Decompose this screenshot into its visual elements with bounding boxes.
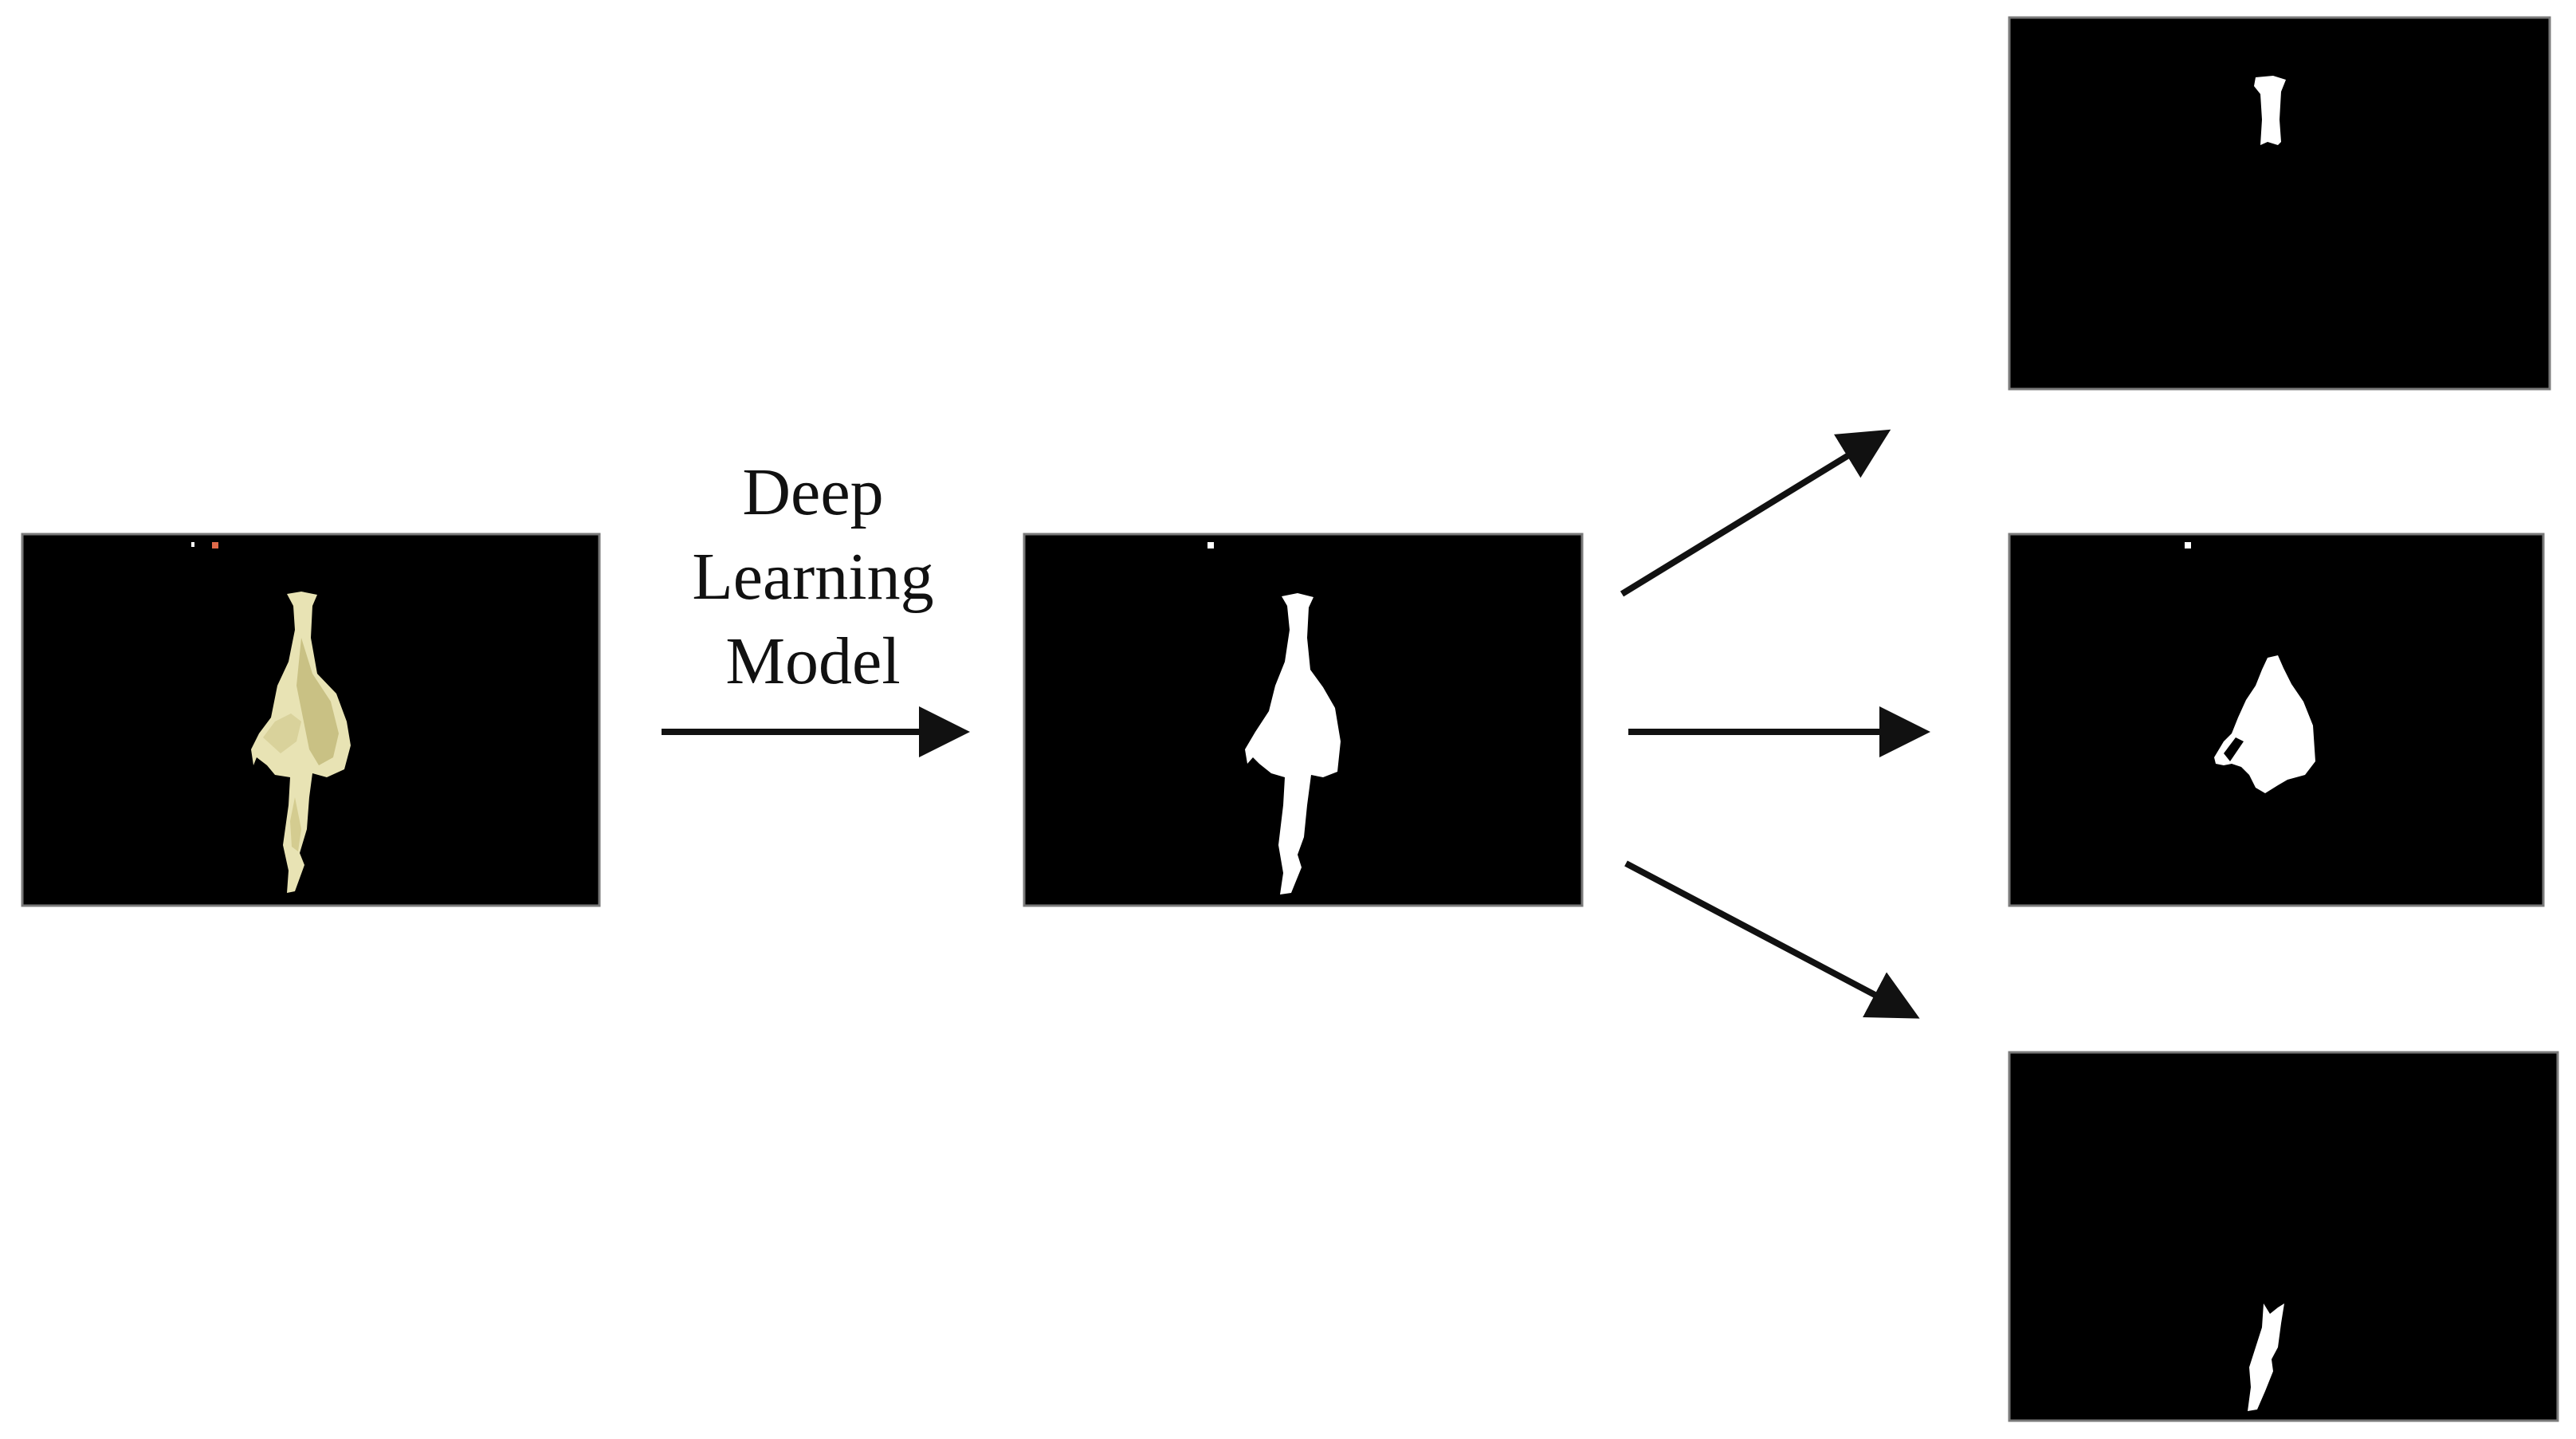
label-line-1: Deep	[742, 455, 884, 529]
branch-arrow-bottom	[1624, 860, 1920, 1019]
part-mask-middle-panel	[2008, 533, 2545, 907]
part-mask-speck	[2185, 542, 2191, 548]
chicken-carcass-image	[251, 592, 351, 893]
input-image-speck	[212, 542, 218, 548]
branch-arrow-top	[1620, 429, 1891, 597]
breast-wing-mask	[2214, 655, 2315, 793]
neck-mask	[2254, 76, 2286, 145]
part-mask-top-panel	[2008, 16, 2551, 391]
part-mask-bottom-panel	[2008, 1051, 2559, 1422]
input-image-panel	[21, 533, 601, 907]
leg-mask	[2248, 1303, 2284, 1411]
deep-learning-model-label: Deep Learning Model	[638, 450, 988, 704]
label-line-2: Learning	[692, 540, 934, 614]
full-carcass-mask	[1245, 593, 1341, 894]
input-image-speck	[191, 542, 194, 547]
label-line-3: Model	[725, 624, 901, 698]
segmentation-mask-panel	[1023, 533, 1584, 907]
mask-speck	[1208, 542, 1214, 548]
